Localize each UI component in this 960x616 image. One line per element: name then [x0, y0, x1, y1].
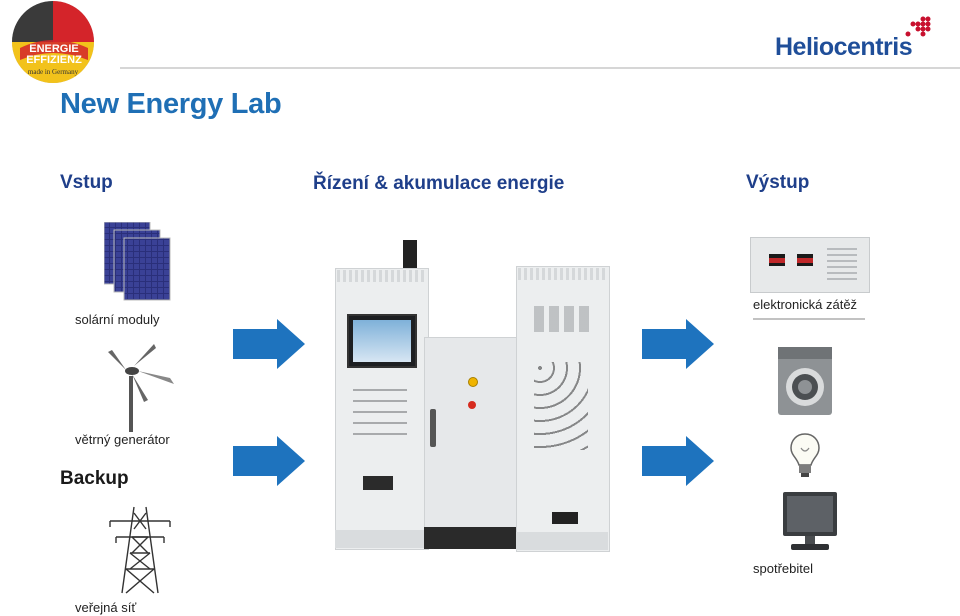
control-cabinet-right [516, 266, 610, 552]
status-lamp [468, 377, 478, 387]
wind-turbine-icon [104, 340, 182, 437]
arrow-right-icon [642, 319, 714, 369]
arrow-right-icon [233, 319, 305, 369]
washing-machine-icon [776, 345, 836, 422]
electronic-load-icon [750, 237, 870, 293]
heliocentris-logo: Heliocentris [775, 16, 935, 62]
output-underline [753, 318, 865, 320]
control-cabinet-middle [424, 337, 522, 552]
touch-screen-display [347, 314, 417, 368]
column-heading-output: Výstup [746, 172, 810, 193]
header-divider [120, 67, 960, 69]
heliocentris-dots-icon [905, 16, 931, 37]
control-cabinet-left [335, 240, 429, 552]
column-heading-input: Vstup [60, 172, 113, 193]
power-pylon-icon [108, 503, 172, 602]
badge-line-2: EFFIZIENZ [26, 54, 82, 66]
arrow-right-icon [233, 436, 305, 486]
heliocentris-wordmark: Heliocentris [775, 33, 913, 61]
input-label-solar: solární moduly [75, 312, 160, 327]
backup-heading: Backup [60, 468, 129, 489]
input-label-wind: větrný generátor [75, 432, 170, 447]
column-heading-control: Řízení & akumulace energie [313, 173, 565, 194]
emergency-stop-button [468, 401, 476, 409]
output-label-consumer: spotřebitel [753, 561, 813, 576]
tv-monitor-icon [781, 490, 839, 559]
energie-effizienz-badge: ENERGIE EFFIZIENZ made in Germany [10, 0, 96, 84]
backup-label-grid: veřejná síť [75, 600, 137, 615]
badge-line-1: ENERGIE [29, 43, 79, 55]
badge-line-3: made in Germany [27, 68, 79, 76]
cabinet-top-module [403, 240, 417, 270]
cabinet-handle [430, 409, 436, 447]
solar-panel-icon [103, 221, 172, 309]
slide-title: New Energy Lab [60, 88, 282, 120]
output-label-electronic-load: elektronická zátěž [753, 297, 858, 312]
light-bulb-icon [789, 432, 821, 483]
arrow-right-icon [642, 436, 714, 486]
